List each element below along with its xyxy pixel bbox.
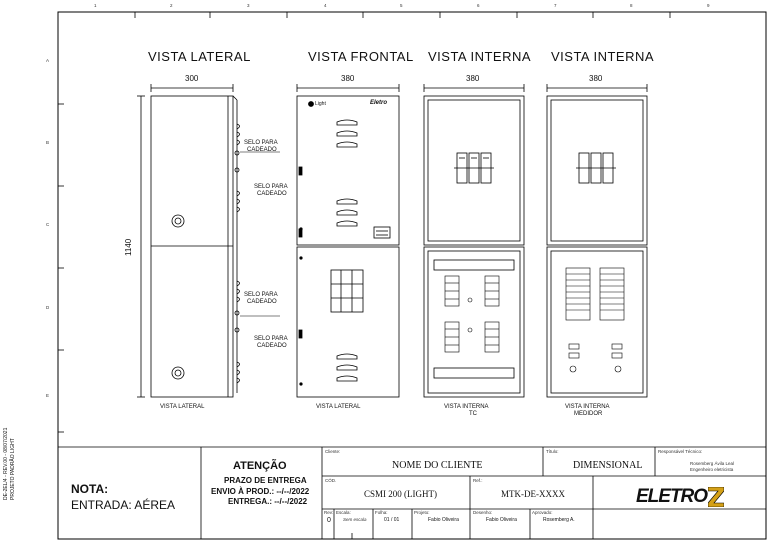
selo-label-4a: SELO PARA bbox=[254, 336, 288, 342]
caption-interna-medidor-1: VISTA INTERNA bbox=[565, 404, 610, 410]
eletroz-logo: ELETRO bbox=[636, 484, 725, 510]
cod-label: CÓD. bbox=[325, 478, 337, 483]
side-text-project: PROJETO PADRÃO LIGHT bbox=[10, 438, 16, 500]
desenho-value: Fabio Oliveira bbox=[486, 517, 517, 523]
breaker-block-medidor bbox=[576, 152, 616, 184]
view-title-lateral: VISTA LATERAL bbox=[148, 49, 251, 64]
caption-interna-tc-2: TC bbox=[469, 411, 477, 417]
row-label: C bbox=[46, 222, 50, 227]
escala-value: Sem escala bbox=[343, 517, 367, 522]
atencao-line3: ENTREGA.: --/--/2022 bbox=[228, 497, 308, 506]
column-label: 3 bbox=[247, 3, 250, 8]
ref-value: MTK-DE-XXXX bbox=[501, 489, 565, 499]
frontal-view bbox=[296, 84, 400, 398]
selo-label-2b: CADEADO bbox=[257, 191, 287, 197]
column-label: 6 bbox=[477, 3, 480, 8]
interna-tc-view bbox=[423, 84, 525, 398]
view-title-interna-tc: VISTA INTERNA bbox=[428, 49, 532, 64]
column-label: 9 bbox=[707, 3, 710, 8]
caption-frontal: VISTA LATERAL bbox=[316, 404, 361, 410]
desenho-label: Desenho: bbox=[473, 510, 493, 515]
row-label: A bbox=[46, 58, 50, 63]
rev-label: Rev: bbox=[324, 510, 334, 515]
row-label: D bbox=[46, 305, 50, 310]
rev-value: 0 bbox=[327, 517, 331, 524]
projeto-value: Fabio Oliveira bbox=[428, 517, 459, 523]
row-label: B bbox=[46, 140, 50, 145]
light-logo: Light bbox=[315, 101, 326, 107]
column-label: 5 bbox=[400, 3, 403, 8]
resp-name: Rosemberg Ávila Leal bbox=[690, 461, 735, 466]
column-label: 1 bbox=[94, 3, 97, 8]
caption-lateral: VISTA LATERAL bbox=[160, 404, 205, 410]
nota-text: ENTRADA: AÉREA bbox=[71, 498, 176, 512]
selo-label-3a: SELO PARA bbox=[244, 292, 278, 298]
titulo-value: DIMENSIONAL bbox=[573, 460, 643, 471]
breaker-block-tc bbox=[454, 152, 494, 184]
eletroz-small-logo: Eletro bbox=[370, 100, 388, 106]
dim-width-interna-medidor: 380 bbox=[589, 74, 603, 83]
side-text-revision: DE-2EL/4 - REV.00 - 08/07/2021 bbox=[3, 427, 9, 500]
dim-width-frontal: 380 bbox=[341, 74, 355, 83]
resp-label: Responsável Técnico: bbox=[658, 449, 703, 454]
selo-label-1b: CADEADO bbox=[247, 147, 277, 153]
title-block-lines bbox=[58, 446, 766, 539]
dim-width-lateral: 300 bbox=[185, 74, 199, 83]
dim-width-interna-tc: 380 bbox=[466, 74, 480, 83]
ref-label: Ref.: bbox=[473, 478, 483, 483]
folha-value: 01 / 01 bbox=[384, 517, 400, 523]
escala-label: Escala: bbox=[336, 510, 351, 515]
titulo-label: Título: bbox=[546, 449, 559, 454]
logo-z-mark bbox=[708, 487, 725, 507]
selo-label-1a: SELO PARA bbox=[244, 140, 278, 146]
caption-interna-medidor-2: MEDIDOR bbox=[574, 411, 603, 417]
selo-label-4b: CADEADO bbox=[257, 343, 287, 349]
column-label: 7 bbox=[554, 3, 557, 8]
row-label: E bbox=[46, 393, 50, 398]
view-title-interna-medidor: VISTA INTERNA bbox=[551, 49, 655, 64]
view-title-frontal: VISTA FRONTAL bbox=[308, 49, 414, 64]
aprovado-value: Rosemberg A. bbox=[543, 517, 575, 523]
nota-label: NOTA: bbox=[71, 482, 109, 496]
folha-label: Folha: bbox=[375, 510, 388, 515]
selo-label-3b: CADEADO bbox=[247, 299, 277, 305]
atencao-title: ATENÇÃO bbox=[233, 460, 287, 472]
dim-height-lateral: 1140 bbox=[124, 238, 133, 256]
projeto-label: Projeto: bbox=[414, 510, 430, 515]
resp-role: Engenheiro eletricista bbox=[690, 467, 734, 472]
atencao-line1: PRAZO DE ENTREGA bbox=[224, 476, 307, 485]
aprovado-label: Aprovado: bbox=[532, 510, 553, 515]
column-label: 2 bbox=[170, 3, 173, 8]
caption-interna-tc-1: VISTA INTERNA bbox=[444, 404, 489, 410]
cod-value: CSMI 200 (LIGHT) bbox=[364, 489, 437, 499]
column-label: 8 bbox=[630, 3, 633, 8]
column-label: 4 bbox=[324, 3, 327, 8]
lateral-view bbox=[137, 84, 280, 398]
atencao-line2: ENVIO À PROD.: --/--/2022 bbox=[211, 487, 310, 496]
logo-text: ELETRO bbox=[636, 486, 708, 507]
cliente-label: Cliente: bbox=[325, 449, 341, 454]
cliente-value: NOME DO CLIENTE bbox=[392, 460, 483, 471]
interna-medidor-view bbox=[546, 84, 648, 398]
selo-label-2a: SELO PARA bbox=[254, 184, 288, 190]
